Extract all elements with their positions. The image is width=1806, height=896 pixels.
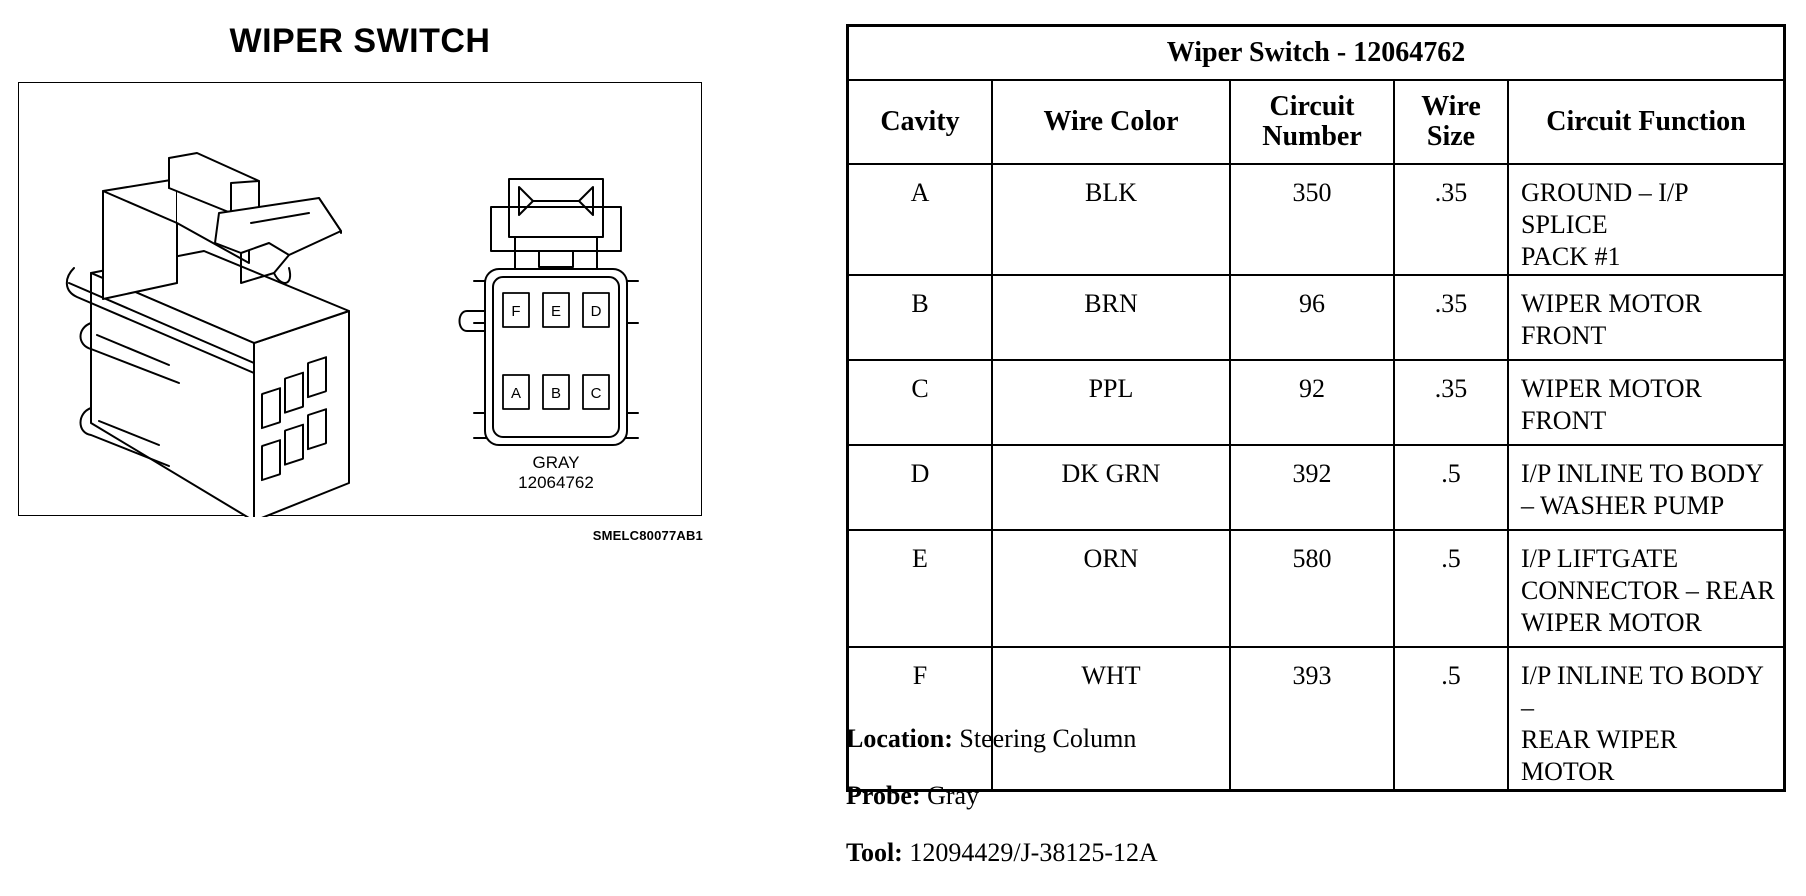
cavity-label-e: E (551, 303, 561, 320)
figure-title: WIPER SWITCH (229, 22, 491, 60)
table-title-row: Wiper Switch - 12064762 (846, 24, 1786, 81)
cell-wire-color: WHT (991, 646, 1231, 792)
table-row: A BLK 350 .35 GROUND – I/P SPLICE PACK #… (846, 163, 1786, 276)
cell-cavity: C (846, 359, 993, 446)
cell-circuit-number: 393 (1229, 646, 1395, 792)
cell-cavity: F (846, 646, 993, 792)
tool-label: Tool: (846, 838, 903, 867)
cell-cavity: D (846, 444, 993, 531)
cell-wire-size: .5 (1393, 646, 1509, 792)
connector-isometric-drawing (65, 152, 350, 517)
cell-circuit-function: GROUND – I/P SPLICE PACK #1 (1507, 163, 1786, 276)
cavity-label-f: F (511, 303, 520, 320)
connector-part-label: 12064762 (518, 473, 594, 492)
cavity-label-d: D (591, 303, 602, 320)
cell-circuit-number: 580 (1229, 529, 1395, 648)
cell-wire-color: ORN (991, 529, 1231, 648)
pinout-table: Wiper Switch - 12064762 Cavity Wire Colo… (846, 24, 1786, 792)
cell-wire-color: PPL (991, 359, 1231, 446)
cavity-label-b: B (551, 385, 561, 402)
probe-label: Probe: (846, 781, 921, 810)
tool-line: Tool: 12094429/J-38125-12A (846, 838, 1158, 868)
connector-front-view-drawing (458, 178, 639, 446)
cell-cavity: B (846, 274, 993, 361)
cell-wire-color: DK GRN (991, 444, 1231, 531)
cell-wire-color: BRN (991, 274, 1231, 361)
cell-wire-size: .35 (1393, 359, 1509, 446)
cell-cavity: E (846, 529, 993, 648)
table-header-row: Cavity Wire Color Circuit Number Wire Si… (846, 79, 1786, 165)
table-row: E ORN 580 .5 I/P LIFTGATE CONNECTOR – RE… (846, 529, 1786, 648)
location-line: Location: Steering Column (846, 724, 1136, 754)
probe-value: Gray (927, 781, 980, 810)
cell-wire-size: .5 (1393, 529, 1509, 648)
location-label: Location: (846, 724, 953, 753)
header-wire-color: Wire Color (991, 79, 1231, 165)
cell-wire-size: .5 (1393, 444, 1509, 531)
cell-circuit-function: I/P LIFTGATE CONNECTOR – REAR WIPER MOTO… (1507, 529, 1786, 648)
cell-circuit-number: 96 (1229, 274, 1395, 361)
cell-circuit-function: WIPER MOTOR FRONT (1507, 359, 1786, 446)
header-circuit-number: Circuit Number (1229, 79, 1395, 165)
figure-code: SMELC80077AB1 (592, 528, 703, 543)
cell-cavity: A (846, 163, 993, 276)
tool-value: 12094429/J-38125-12A (909, 838, 1158, 867)
header-cavity: Cavity (846, 79, 993, 165)
cavity-label-c: C (591, 385, 602, 402)
location-value: Steering Column (959, 724, 1137, 753)
cell-wire-size: .35 (1393, 274, 1509, 361)
cell-circuit-function: I/P INLINE TO BODY – REAR WIPER MOTOR (1507, 646, 1786, 792)
cell-circuit-number: 350 (1229, 163, 1395, 276)
cell-circuit-number: 392 (1229, 444, 1395, 531)
cell-wire-color: BLK (991, 163, 1231, 276)
connector-color-label: GRAY (532, 453, 580, 472)
table-row: D DK GRN 392 .5 I/P INLINE TO BODY – WAS… (846, 444, 1786, 531)
probe-line: Probe: Gray (846, 781, 979, 811)
table-title: Wiper Switch - 12064762 (846, 24, 1786, 81)
cell-circuit-function: WIPER MOTOR FRONT (1507, 274, 1786, 361)
connector-figure: F E D A B C GRAY 12064762 (18, 82, 702, 517)
cell-circuit-function: I/P INLINE TO BODY – WASHER PUMP (1507, 444, 1786, 531)
cavity-label-a: A (511, 385, 521, 402)
table-row: C PPL 92 .35 WIPER MOTOR FRONT (846, 359, 1786, 446)
table-row: B BRN 96 .35 WIPER MOTOR FRONT (846, 274, 1786, 361)
table-row: F WHT 393 .5 I/P INLINE TO BODY – REAR W… (846, 646, 1786, 792)
header-circuit-function: Circuit Function (1507, 79, 1786, 165)
header-wire-size: Wire Size (1393, 79, 1509, 165)
connector-drawing: F E D A B C (65, 152, 639, 517)
cell-circuit-number: 92 (1229, 359, 1395, 446)
cell-wire-size: .35 (1393, 163, 1509, 276)
